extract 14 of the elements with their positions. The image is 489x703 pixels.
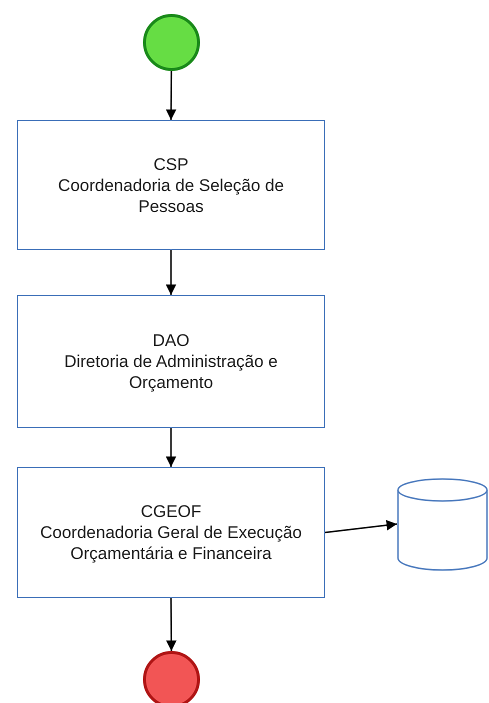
process-box bbox=[17, 467, 325, 598]
arrow bbox=[166, 598, 177, 651]
box-text: Diretoria de Administração e Orçamento bbox=[63, 351, 279, 393]
box-heading: DAO bbox=[152, 330, 190, 351]
box-heading: CSP bbox=[154, 154, 188, 174]
process-box bbox=[17, 120, 325, 250]
arrow bbox=[166, 250, 176, 295]
arrow bbox=[166, 71, 176, 120]
box-text: Coordenadoria Geral de Execução Orçamentária e Financeira bbox=[39, 522, 303, 564]
box-heading: CGEOF bbox=[140, 501, 202, 522]
process-box bbox=[17, 295, 325, 428]
box-text: Coordenadoria de Seleção de Pessoas bbox=[57, 174, 285, 216]
arrow bbox=[324, 520, 398, 534]
arrow bbox=[166, 428, 176, 467]
